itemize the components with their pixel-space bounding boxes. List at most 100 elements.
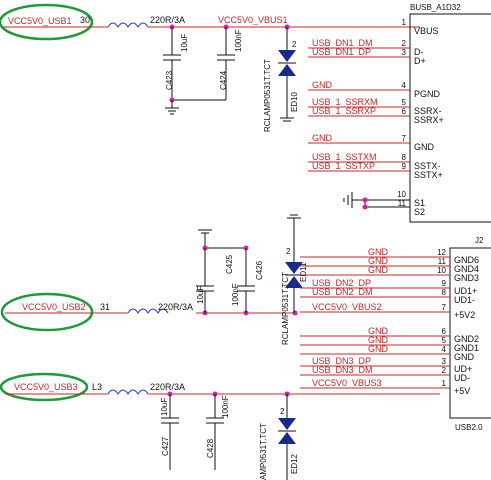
- connector_a-row-pin: 8: [402, 153, 407, 162]
- net-label-vbus1: VCC5V0_VBUS1: [218, 15, 288, 25]
- connector_b-row-label: +5V2: [454, 310, 475, 320]
- connector_b-row-pin: 10: [437, 266, 446, 275]
- connector_a-row-net: USB_DN1_DM: [312, 38, 373, 48]
- ed12-diode-lower: [278, 432, 296, 444]
- connector_a-row-net: USB_DN1_DP: [312, 47, 371, 57]
- ed11-diode-lower: [285, 276, 303, 288]
- c423-ref: C423: [165, 70, 174, 90]
- c428-ref: C428: [206, 438, 215, 458]
- connector_a-row-net: GND: [312, 133, 333, 143]
- c424-value: 100nF: [234, 29, 243, 52]
- c426-value: 100nF: [231, 283, 240, 306]
- connector_b-row-label: UD+: [454, 364, 472, 374]
- connector_a-row-pin: 4: [402, 81, 407, 90]
- connector_a-row-label: SSRX-: [414, 106, 442, 116]
- c427-ref: C427: [161, 436, 170, 456]
- connector_b-row-net: USB_DN2_DP: [312, 278, 371, 288]
- connector_a-row-label: SSRX+: [414, 115, 444, 125]
- connector-b-title: J2: [475, 236, 484, 245]
- ed10-diode-upper: [278, 50, 296, 62]
- inductor-value-1: 220R/3A: [150, 15, 185, 25]
- connector_a-row-pin: 1: [402, 18, 407, 27]
- c425-value: 10uF: [196, 286, 205, 304]
- connector_b-row-net: USB_DN3_DM: [312, 365, 373, 375]
- ed10-ref: ED10: [290, 91, 299, 112]
- inductor-2: [127, 308, 169, 314]
- connector_a-row-label: SSTX-: [414, 161, 441, 171]
- connector_a-row-label: GND: [414, 142, 435, 152]
- connector-a-body: [409, 13, 491, 223]
- connector_b-row-label: GND1: [454, 343, 479, 353]
- usb2-highlight-ellipse: [0, 292, 94, 332]
- connector_b-row-label: UD-: [454, 373, 470, 383]
- connector_a-row-pin: 2: [402, 39, 407, 48]
- connector_b-row-net: VCC5V0_VBUS3: [312, 378, 382, 388]
- c427-value: 10uF: [160, 398, 169, 416]
- connector_a-row-label: S1: [414, 198, 425, 208]
- connector_b-row-label: GND4: [454, 264, 479, 274]
- net-label-usb3: VCC5V0_USB3: [14, 382, 78, 392]
- connector_b-row-pin: 11: [438, 257, 447, 266]
- c425-ref: C425: [225, 254, 234, 274]
- connector_a-row-net: USB_1_SSRXP: [312, 106, 376, 116]
- connector_b-row-label: UD1-: [454, 295, 475, 305]
- ed11-ref: ED11: [299, 262, 308, 282]
- connector_b-row-pin: 3: [442, 357, 447, 366]
- inductor-value-2: 220R/3A: [158, 302, 193, 312]
- connector_a-row-pin: 3: [402, 48, 407, 57]
- connector-a-title: BUSB_A1D32: [410, 3, 461, 12]
- connector_b-row-label: GND: [454, 352, 475, 362]
- junction-2c: [292, 310, 298, 316]
- ed10-part: RCLAMP0531T.TCT: [263, 59, 272, 132]
- inductor-3: [107, 389, 149, 395]
- c428-value: 100nF: [221, 395, 230, 418]
- connector_b-row-pin: 4: [442, 345, 447, 354]
- connector_b-row-label: GND2: [454, 334, 479, 344]
- connector_a-row-label: D-: [414, 47, 424, 57]
- c424-ref: C424: [219, 70, 228, 90]
- connector_a-row-net: USB_1_SSTXM: [312, 152, 377, 162]
- usb1-highlight-ellipse: [0, 3, 94, 41]
- net-label-usb1: VCC5V0_USB1: [8, 16, 72, 26]
- ed10-pin: 2: [292, 40, 297, 49]
- connector_b-row-label: +5V: [454, 386, 470, 396]
- connector_b-row-pin: 9: [442, 279, 447, 288]
- connector_a-row-label: SSTX+: [414, 170, 443, 180]
- connector-b-body: [449, 247, 491, 419]
- connector_a-row-pin: 11: [398, 199, 407, 208]
- connector_a-row-label: D+: [414, 56, 426, 66]
- connector_b-row-net: GND: [368, 247, 389, 257]
- connector_b-row-pin: 6: [442, 327, 447, 336]
- ed12-pin: 2: [280, 407, 285, 416]
- ed12-ref: ED12: [290, 453, 299, 474]
- ed11-pin: 2: [286, 247, 291, 256]
- connector_a-row-pin: 10: [397, 190, 406, 199]
- connector_b-row-label: GND6: [454, 255, 479, 265]
- connector_b-row-net: GND: [368, 256, 389, 266]
- ed10-diode-lower: [278, 64, 296, 76]
- connector_a-row-label: VBUS: [414, 26, 439, 36]
- c423-value: 10uF: [180, 34, 189, 52]
- inductor-ref-1: 30: [80, 15, 90, 25]
- connector_b-row-label: UD1+: [454, 286, 477, 296]
- connector_b-row-pin: 2: [442, 366, 447, 375]
- connector_b-row-label: GND3: [454, 273, 479, 283]
- connector_b-row-net: VCC5V0_VBUS2: [312, 302, 382, 312]
- connector_b-row-net: GND: [368, 344, 389, 354]
- ed12-diode-upper: [278, 418, 296, 430]
- connector_a-row-label: PGND: [414, 89, 441, 99]
- connector_b-row-pin: 1: [442, 379, 447, 388]
- connector_b-row-net: GND: [368, 335, 389, 345]
- ed11-diode-upper: [285, 262, 303, 274]
- connector_a-row-pin: 7: [402, 134, 407, 143]
- inductor-ref-2: 31: [100, 302, 110, 312]
- connector_b-row-net: USB_DN2_DM: [312, 287, 373, 297]
- inductor-value-3: 220R/3A: [150, 382, 185, 392]
- inductor-ref-3: L3: [92, 382, 102, 392]
- junction-shield-a: [362, 197, 368, 203]
- connector_b-row-pin: 5: [442, 336, 447, 345]
- connector-b-footer: USB2.0: [455, 423, 483, 432]
